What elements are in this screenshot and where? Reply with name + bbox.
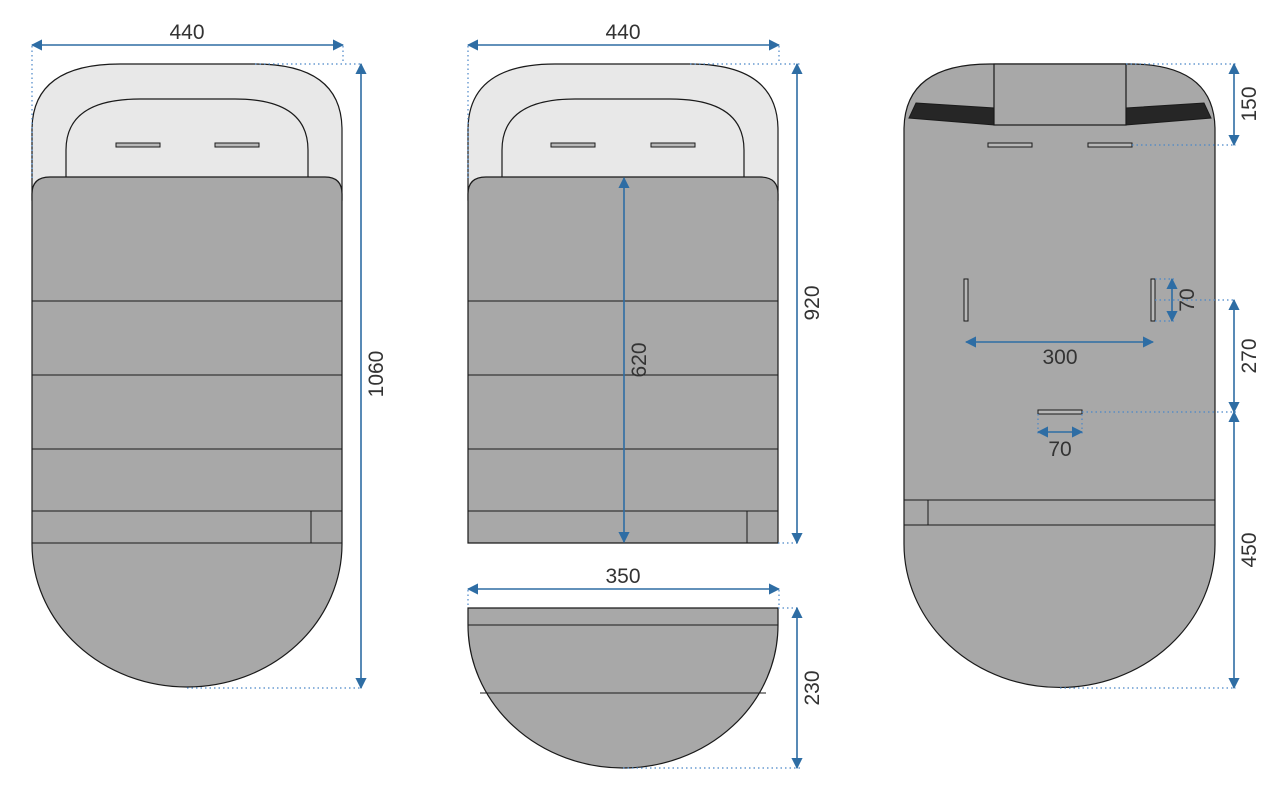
footmuff-body	[467, 176, 779, 544]
hood-slot-right	[650, 142, 696, 148]
slot-spacing-label: 300	[1042, 346, 1077, 369]
small-slot-label: 70	[1048, 438, 1071, 461]
width-label: 440	[169, 21, 204, 44]
top-label: 150	[1238, 86, 1261, 121]
length-label: 920	[801, 285, 824, 320]
top-tab	[993, 63, 1127, 126]
hood-inner	[501, 98, 745, 201]
footmuff-body	[31, 176, 343, 688]
view-front-open: 440 1060	[30, 21, 388, 690]
view-bottom-flap: 350 230	[466, 565, 824, 770]
view-front-closed: 440 620 920	[466, 21, 824, 545]
height-label: 230	[801, 670, 824, 705]
hood-inner	[65, 98, 309, 201]
footmuff-back-body	[903, 63, 1216, 689]
hood-slot-right	[214, 142, 260, 148]
back-slot-left	[987, 142, 1033, 148]
middle-label: 270	[1238, 338, 1261, 373]
side-slot-right	[1150, 278, 1156, 322]
center-slot	[1037, 409, 1083, 415]
view-back: 300 70 70 150 270 450	[903, 62, 1261, 690]
length-label: 1060	[365, 351, 388, 398]
hood-slot-left	[115, 142, 161, 148]
flap-body	[467, 607, 779, 769]
width-label: 350	[605, 565, 640, 588]
width-label: 440	[605, 21, 640, 44]
inner-length-label: 620	[628, 342, 651, 377]
bottom-label: 450	[1238, 532, 1261, 567]
hood-slot-left	[550, 142, 596, 148]
back-slot-right	[1087, 142, 1133, 148]
side-slot-left	[963, 278, 969, 322]
